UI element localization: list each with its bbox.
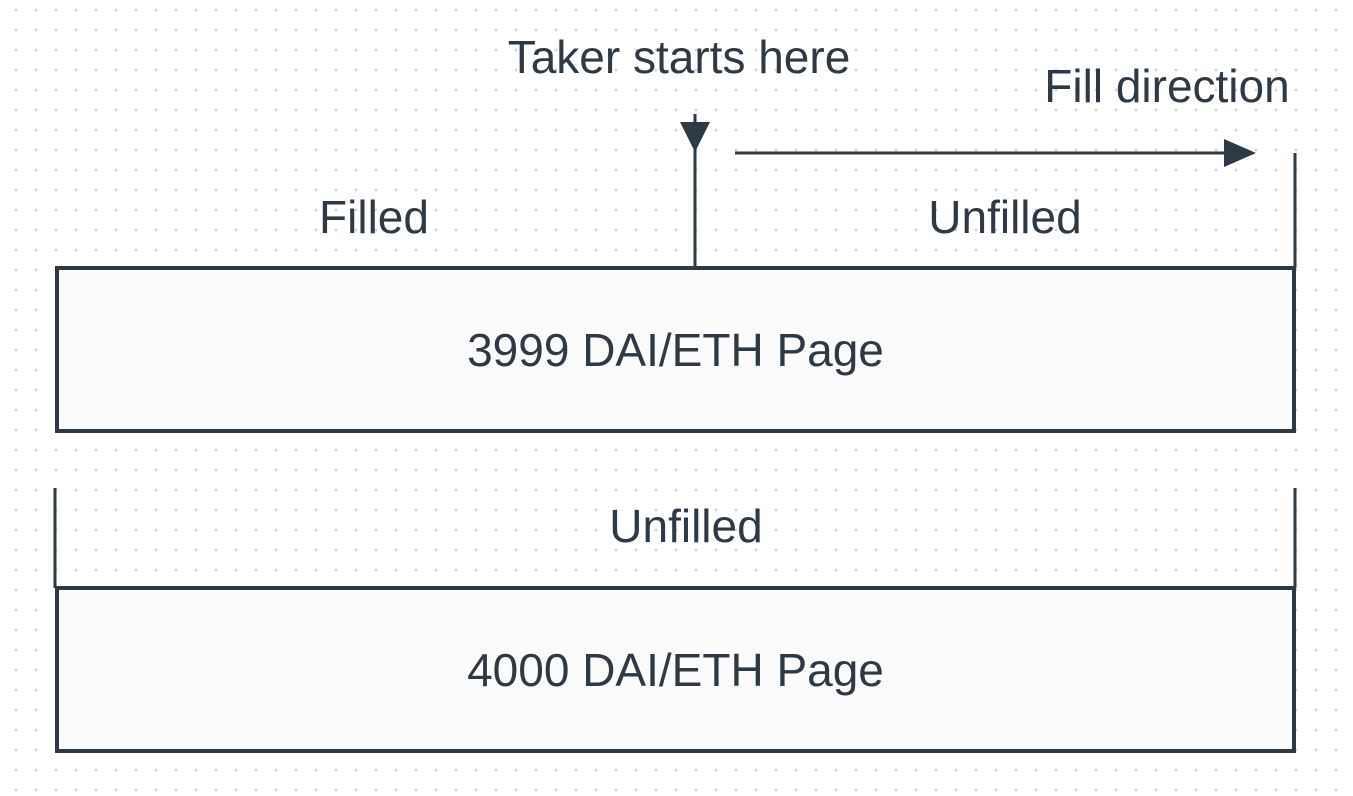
fill-direction-label: Fill direction — [1044, 60, 1290, 112]
unfilled-segment-label: Unfilled — [928, 191, 1082, 243]
bottom-unfilled-segment-label: Unfilled — [609, 500, 763, 552]
filled-segment-label: Filled — [319, 191, 429, 243]
fill-direction-arrowhead — [1224, 139, 1256, 167]
taker-start-label: Taker starts here — [507, 31, 851, 83]
page-title-3999: 3999 DAI/ETH Page — [467, 323, 884, 376]
page-box-4000: 4000 DAI/ETH Page — [55, 586, 1296, 753]
taker-start-arrowhead — [680, 122, 710, 152]
page-box-3999: 3999 DAI/ETH Page — [55, 266, 1296, 433]
page-title-4000: 4000 DAI/ETH Page — [467, 643, 884, 696]
